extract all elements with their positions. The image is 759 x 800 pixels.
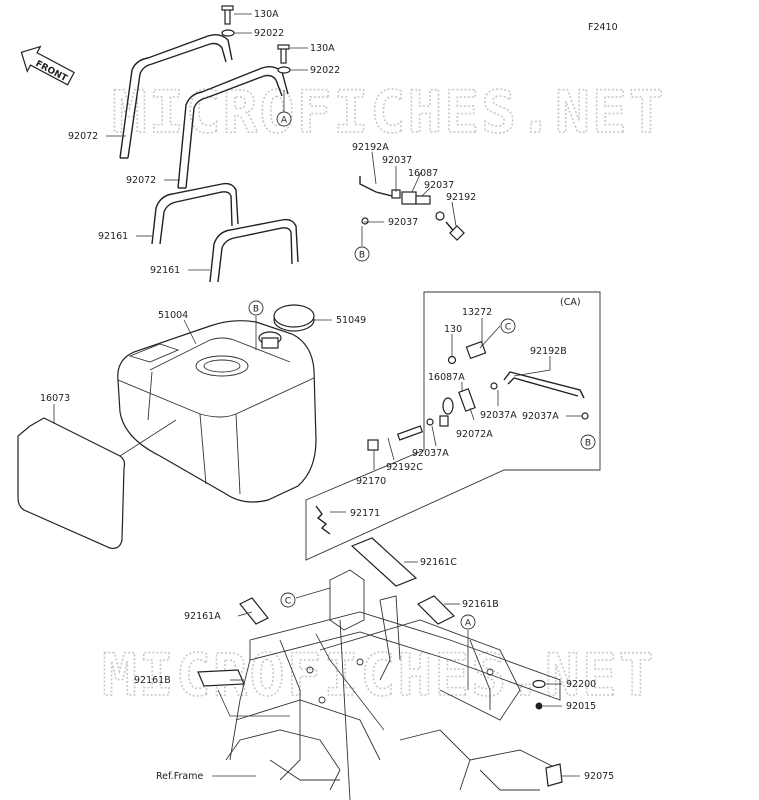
label-92037A-3: 92037A xyxy=(412,448,449,459)
label-51004: 51004 xyxy=(158,310,188,321)
label-92171: 92171 xyxy=(350,508,380,519)
label-92015: 92015 xyxy=(566,701,596,712)
label-92192C: 92192C xyxy=(386,462,423,473)
strap-92072-1 xyxy=(119,33,233,159)
svg-text:C: C xyxy=(505,323,511,333)
label-92022-1: 92022 xyxy=(254,28,284,39)
label-92022-2: 92022 xyxy=(310,65,340,76)
ca-label: (CA) xyxy=(560,297,581,308)
label-92200: 92200 xyxy=(566,679,596,690)
pad-92161B-1 xyxy=(416,595,456,625)
pad-92161-2 xyxy=(209,218,299,283)
front-arrow-icon: FRONT xyxy=(20,45,75,86)
svg-text:A: A xyxy=(465,619,472,629)
svg-text:B: B xyxy=(359,251,365,261)
label-92037-3: 92037 xyxy=(388,217,418,228)
pad-92161B-2 xyxy=(197,669,245,687)
label-16073: 16073 xyxy=(40,393,70,404)
pad-92161A xyxy=(239,597,269,625)
label-92161A: 92161A xyxy=(184,611,221,622)
callout-A-top: A xyxy=(276,111,292,127)
leader-lines xyxy=(53,13,582,777)
callout-B-hose: B xyxy=(354,246,370,262)
label-92170: 92170 xyxy=(356,476,386,487)
hose-set-top xyxy=(359,176,465,241)
ca-variant-box xyxy=(305,291,601,561)
label-130A-1: 130A xyxy=(254,9,279,20)
callout-B-ca: B xyxy=(580,434,596,450)
callout-A-frame: A xyxy=(460,614,476,630)
label-92075: 92075 xyxy=(584,771,614,782)
label-16087: 16087 xyxy=(408,168,438,179)
rubber-92075 xyxy=(545,763,563,787)
callout-C-frame: C xyxy=(280,592,296,608)
clamp-92171 xyxy=(315,505,331,535)
label-92037A-2: 92037A xyxy=(522,411,559,422)
label-92037-1: 92037 xyxy=(382,155,412,166)
fuel-tank-51004 xyxy=(117,320,317,503)
washer-92200 xyxy=(532,679,546,689)
label-92072A: 92072A xyxy=(456,429,493,440)
label-92192B: 92192B xyxy=(530,346,567,357)
callout-B-tank: B xyxy=(248,300,264,316)
washer-92022-2 xyxy=(277,66,291,74)
svg-text:A: A xyxy=(281,116,288,126)
label-92161C: 92161C xyxy=(420,557,457,568)
frame-assembly xyxy=(225,569,561,800)
label-92192: 92192 xyxy=(446,192,476,203)
label-92037-2: 92037 xyxy=(424,180,454,191)
label-92161B-2: 92161B xyxy=(134,675,171,686)
watermark-top: MICROFICHES.NET xyxy=(112,78,666,146)
label-ref-frame: Ref.Frame xyxy=(156,771,203,782)
label-92161B-1: 92161B xyxy=(462,599,499,610)
bolt-130A-1 xyxy=(221,5,234,25)
label-92161-1: 92161 xyxy=(98,231,128,242)
label-92072-2: 92072 xyxy=(126,175,156,186)
callout-C-ca: C xyxy=(500,318,516,334)
svg-text:B: B xyxy=(253,305,259,315)
canister-assembly xyxy=(367,340,589,451)
label-130: 130 xyxy=(444,324,462,335)
svg-text:B: B xyxy=(585,439,591,449)
label-130A-2: 130A xyxy=(310,43,335,54)
label-51049: 51049 xyxy=(336,315,366,326)
figure-code: F2410 xyxy=(588,22,618,33)
bolt-130A-2 xyxy=(277,44,290,64)
watermark-bottom: MICROFICHES.NET xyxy=(102,641,656,709)
pad-92161-1 xyxy=(151,182,239,245)
insulator-16073 xyxy=(17,417,126,549)
label-92072-1: 92072 xyxy=(68,131,98,142)
part-labels: 130A 92022 130A 92022 92072 92072 92161 … xyxy=(40,9,614,782)
label-13272: 13272 xyxy=(462,307,492,318)
label-92161-2: 92161 xyxy=(150,265,180,276)
fuel-cap-51049 xyxy=(258,304,315,349)
label-92037A-1: 92037A xyxy=(480,410,517,421)
label-16087A: 16087A xyxy=(428,372,465,383)
label-92192A: 92192A xyxy=(352,142,389,153)
washer-92022-1 xyxy=(221,29,235,37)
svg-text:C: C xyxy=(285,597,291,607)
nut-92015 xyxy=(535,702,543,710)
pad-92161C xyxy=(350,537,418,587)
